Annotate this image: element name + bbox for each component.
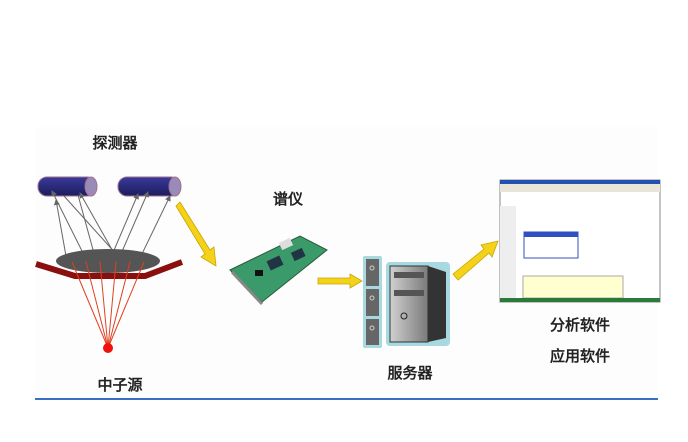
spectrometer-label: 谱仪 [273,190,304,208]
arrow-detector-to-spectrometer [175,201,217,267]
neutron-source-label: 中子源 [97,376,142,394]
scattered-rays [51,190,171,259]
neutron-source-dot [103,343,113,353]
spectrometer-card-image [229,235,328,306]
server-rack-image [363,256,382,348]
server-label: 服务器 [387,364,433,382]
detector-group: 探测器 [37,134,182,197]
software-screenshot-image [499,179,661,303]
analysis-software-label: 分析软件 [550,316,610,334]
detector-label: 探测器 [92,134,138,152]
detector-cylinder-left [37,176,98,197]
application-software-label: 应用软件 [550,347,610,365]
sample-ellipse [56,249,160,273]
arrow-server-to-software [452,240,499,281]
reflector-bar [35,259,184,279]
neutron-rays [71,261,145,349]
server-tower-image [386,262,450,346]
arrow-spectrometer-to-server [317,273,363,289]
detector-cylinder-right [117,176,182,197]
flow-arrows [175,201,499,289]
